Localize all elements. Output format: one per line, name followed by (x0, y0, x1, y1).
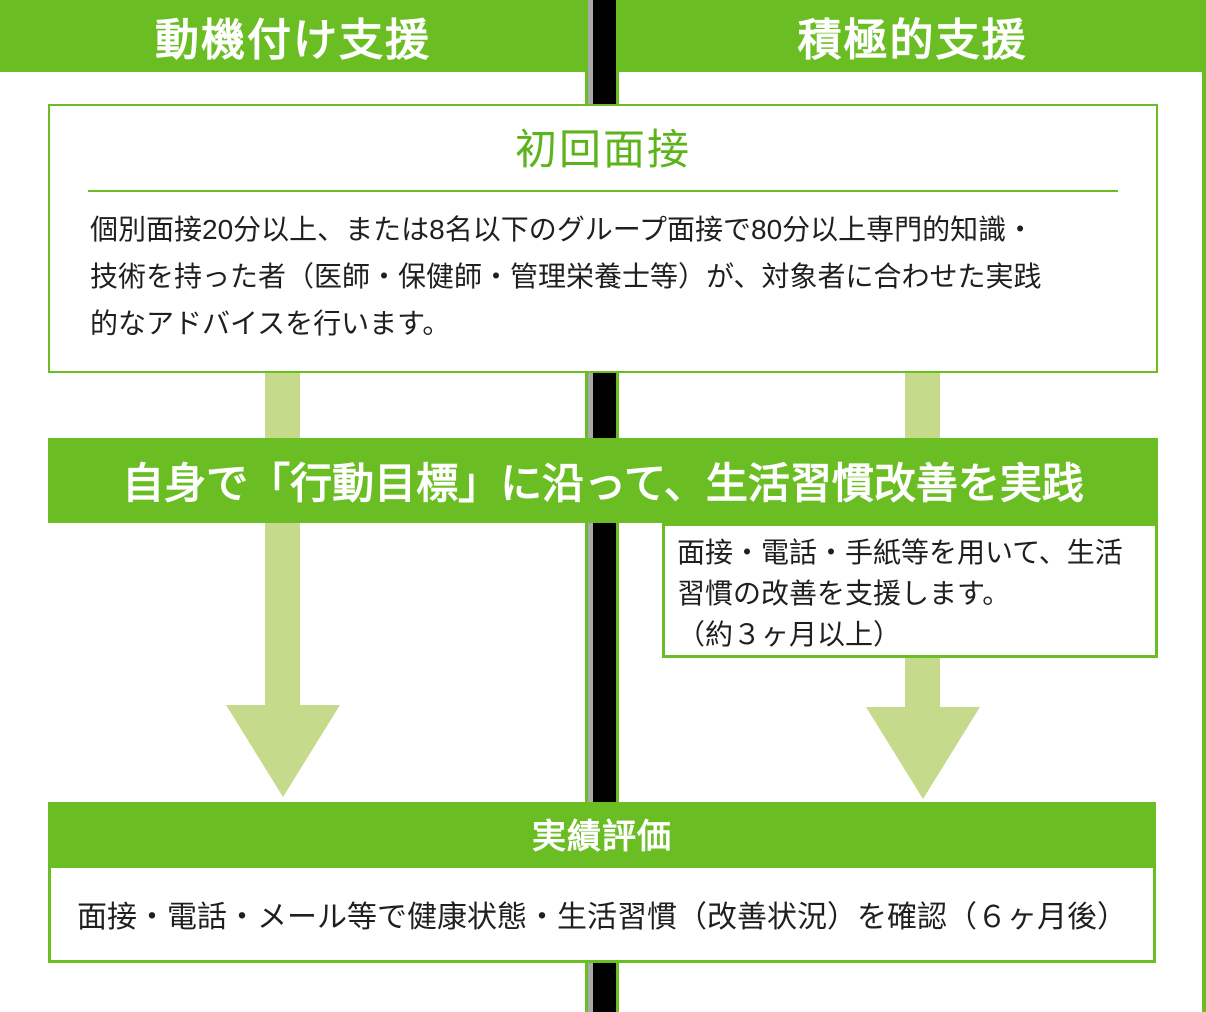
right-edge-line (1202, 0, 1206, 1012)
active-support-line-2: 習慣の改善を支援します。 (677, 578, 1011, 609)
right-arrow-head-icon (866, 707, 980, 799)
initial-interview-underline (88, 190, 1118, 192)
evaluation-box: 面接・電話・メール等で健康状態・生活習慣（改善状況）を確認（６ヶ月後） (48, 865, 1156, 963)
header-active-support: 積極的支援 (619, 0, 1206, 72)
initial-interview-line-1: 個別面接20分以上、または8名以下のグループ面接で80分以上専門的知識・ (90, 214, 1035, 245)
initial-interview-title: 初回面接 (514, 126, 691, 173)
evaluation-description: 面接・電話・メール等で健康状態・生活習慣（改善状況）を確認（６ヶ月後） (77, 901, 1127, 934)
active-support-line-3: （約３ヶ月以上） (677, 619, 902, 650)
evaluation-bar-label: 実績評価 (532, 818, 672, 856)
action-goal-bar-label: 自身で「行動目標」に沿って、生活習慣改善を実践 (122, 460, 1084, 507)
left-arrow-head-icon (226, 705, 340, 797)
initial-interview-box: 初回面接 個別面接20分以上、または8名以下のグループ面接で80分以上専門的知識… (48, 104, 1158, 373)
left-arrow-shaft (265, 373, 300, 706)
header-motivational-support-label: 動機付け支援 (155, 16, 431, 65)
evaluation-bar: 実績評価 (48, 802, 1156, 865)
initial-interview-body: 個別面接20分以上、または8名以下のグループ面接で80分以上専門的知識・ 技術を… (90, 206, 1116, 347)
header-active-support-label: 積極的支援 (797, 16, 1028, 65)
active-support-box: 面接・電話・手紙等を用いて、生活 習慣の改善を支援します。 （約３ヶ月以上） (662, 523, 1158, 658)
active-support-line-1: 面接・電話・手紙等を用いて、生活 (677, 537, 1123, 568)
header-motivational-support: 動機付け支援 (0, 0, 586, 72)
initial-interview-line-2: 技術を持った者（医師・保健師・管理栄養士等）が、対象者に合わせた実践 (90, 261, 1042, 292)
action-goal-bar: 自身で「行動目標」に沿って、生活習慣改善を実践 (48, 438, 1158, 523)
initial-interview-line-3: 的なアドバイスを行います。 (90, 308, 451, 339)
